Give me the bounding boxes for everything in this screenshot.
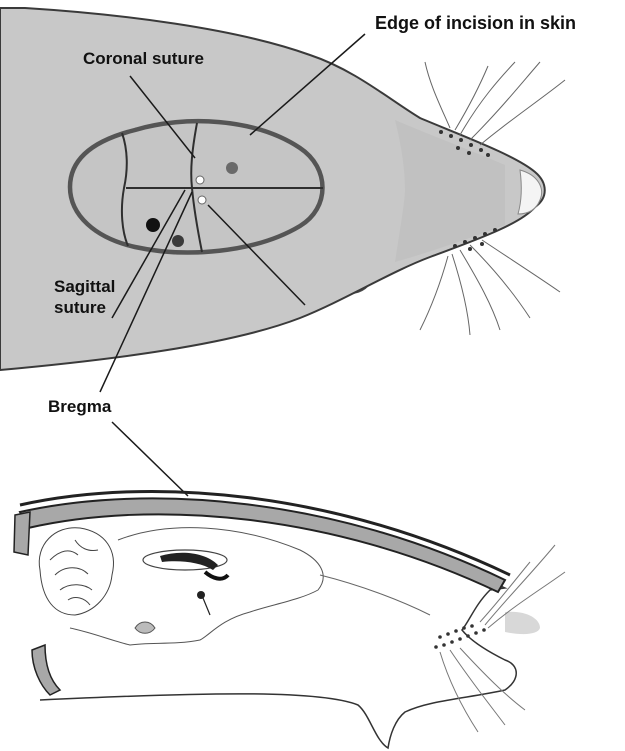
marker-black <box>146 218 160 232</box>
bregma-point-2 <box>198 196 206 204</box>
label-coronal-suture: Coronal suture <box>83 49 204 69</box>
injection-target <box>197 591 205 599</box>
occipital-bone <box>14 512 30 555</box>
marker-gray <box>226 162 238 174</box>
leader-bregma-side <box>112 422 188 496</box>
label-sagittal-line2: suture <box>54 297 115 318</box>
label-bregma: Bregma <box>48 397 111 417</box>
bregma-point <box>196 176 204 184</box>
marker-dark <box>172 235 184 247</box>
incision-outline <box>70 121 323 252</box>
label-sagittal-suture: Sagittal suture <box>54 276 115 318</box>
label-edge-of-incision: Edge of incision in skin <box>375 13 576 33</box>
head-outline-side <box>15 506 516 748</box>
label-sagittal-line1: Sagittal <box>54 276 115 297</box>
sagittal-view <box>14 422 565 748</box>
nose-tip-side <box>505 612 540 634</box>
